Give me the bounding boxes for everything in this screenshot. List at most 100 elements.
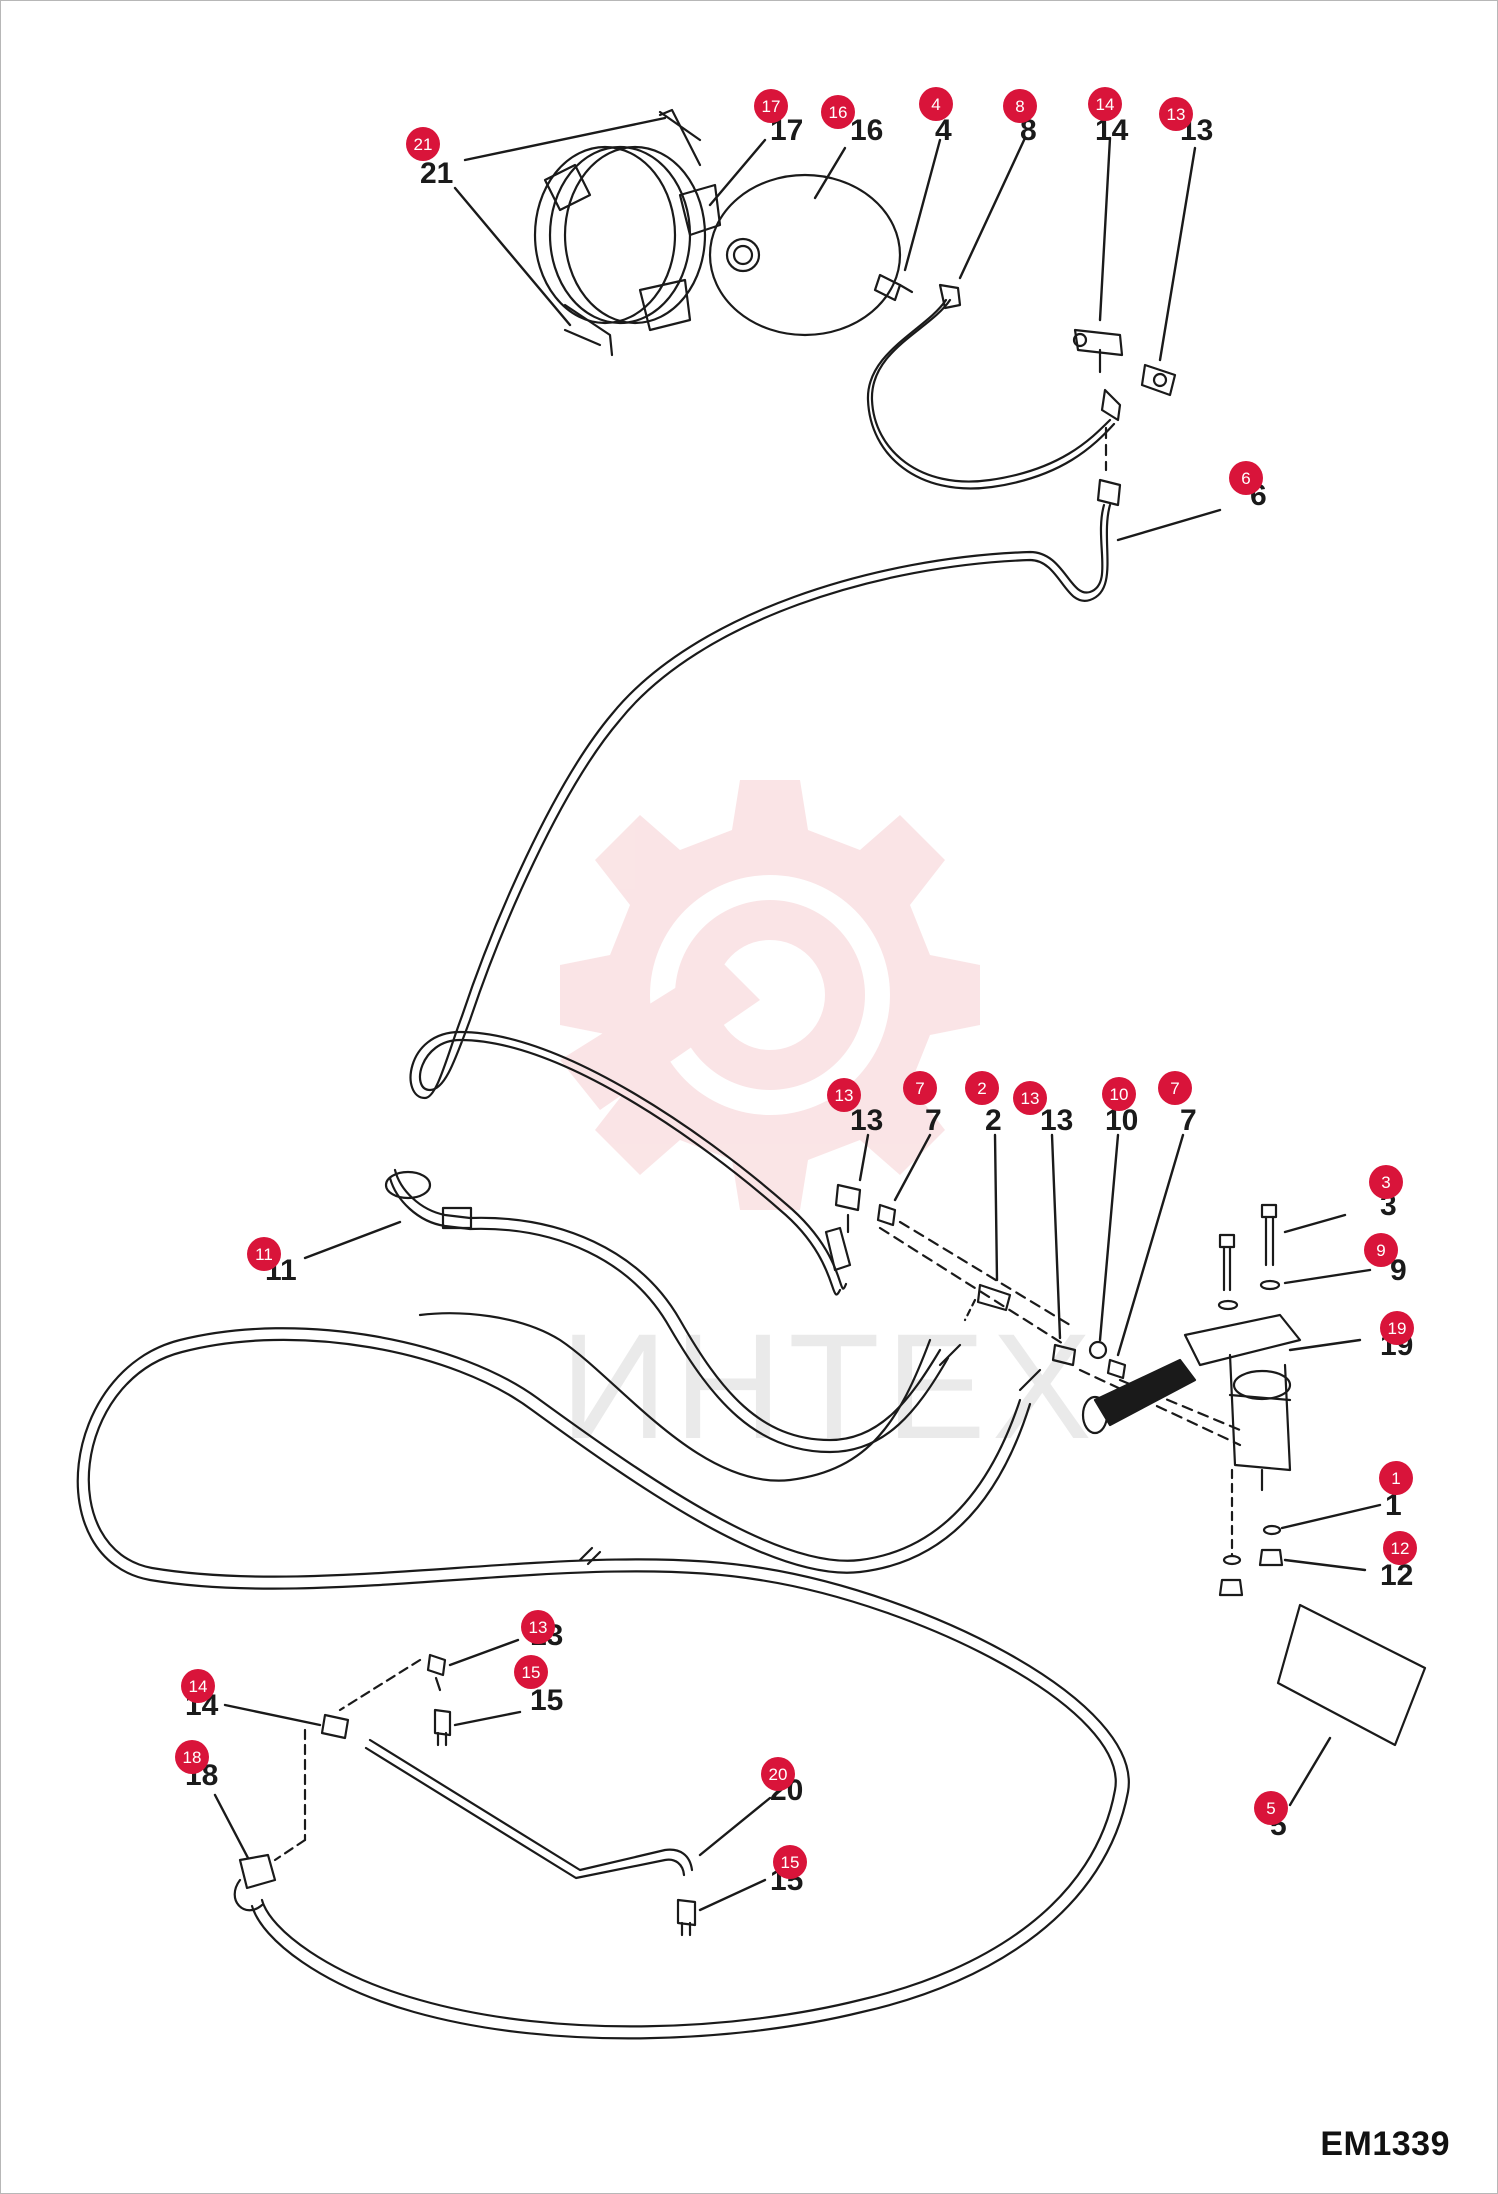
- callout-7-center[interactable]: 7: [903, 1071, 937, 1105]
- callout-13-lower[interactable]: 13: [521, 1610, 555, 1644]
- callout-3[interactable]: 3: [1369, 1165, 1403, 1199]
- callout-2[interactable]: 2: [965, 1071, 999, 1105]
- svg-text:13: 13: [1167, 105, 1186, 124]
- dashed-line-center-2: [878, 1226, 1067, 1347]
- tee-fitting-2: [963, 1283, 1012, 1322]
- callout-7-right[interactable]: 7: [1158, 1071, 1192, 1105]
- nut-12: [1218, 1548, 1284, 1597]
- hose-11: [393, 1168, 942, 1442]
- callout-13-center[interactable]: 13: [827, 1078, 861, 1112]
- leader-14: [1098, 136, 1112, 322]
- leader-21b: [453, 186, 572, 327]
- clamp-bolt-bottom: [563, 328, 602, 347]
- connect-line: [1018, 1368, 1042, 1392]
- leader-5: [1288, 1736, 1332, 1807]
- callout-14-top[interactable]: 14: [1088, 87, 1122, 121]
- callout-9[interactable]: 9: [1364, 1233, 1398, 1267]
- fitting-15-lower-a: [433, 1708, 452, 1747]
- callout-10[interactable]: 10: [1102, 1077, 1136, 1111]
- hand-pump-valve: [1081, 1313, 1302, 1492]
- callout-13-top[interactable]: 13: [1159, 97, 1193, 131]
- dashed-line-lower-1: [338, 1658, 422, 1712]
- svg-text:14: 14: [1096, 95, 1115, 114]
- diagram-code: EM1339: [1320, 2125, 1450, 2163]
- part-number: 15: [530, 1684, 563, 1717]
- hose-upper-short-outer: [866, 298, 1116, 490]
- svg-text:17: 17: [762, 97, 781, 116]
- callout-19[interactable]: 19: [1380, 1311, 1414, 1345]
- svg-text:5: 5: [1266, 1799, 1275, 1818]
- leader-18: [213, 1793, 250, 1860]
- leader-21a: [463, 116, 667, 162]
- part-number: 7: [1180, 1104, 1197, 1137]
- leader-8: [958, 136, 1027, 280]
- leader-14b: [223, 1703, 322, 1727]
- svg-text:20: 20: [769, 1765, 788, 1784]
- callout-17[interactable]: 17: [754, 89, 788, 123]
- part-number: 13: [850, 1104, 883, 1137]
- fitting-13-lower: [426, 1653, 447, 1692]
- leader-10: [1098, 1133, 1120, 1342]
- dashed-line-valve-1: [1078, 1368, 1242, 1447]
- callout-4[interactable]: 4: [919, 87, 953, 121]
- fitting-10: [1088, 1340, 1108, 1360]
- callout-14-lower[interactable]: 14: [181, 1669, 215, 1703]
- callout-8[interactable]: 8: [1003, 89, 1037, 123]
- svg-text:9: 9: [1376, 1241, 1385, 1260]
- callout-13-right[interactable]: 13: [1013, 1081, 1047, 1115]
- leader-13: [1158, 146, 1197, 362]
- callout-6[interactable]: 6: [1229, 461, 1263, 495]
- callout-11[interactable]: 11: [247, 1237, 281, 1271]
- callout-1[interactable]: 1: [1379, 1461, 1413, 1495]
- part-number: 1: [1385, 1489, 1402, 1522]
- svg-text:15: 15: [522, 1663, 541, 1682]
- tee-fitting-14: [1072, 328, 1124, 374]
- leader-15a: [453, 1710, 522, 1727]
- fitting-15-lower-b: [676, 1898, 697, 1937]
- callout-15-lower-b[interactable]: 15: [773, 1845, 807, 1879]
- elbow-fitting-13-center: [834, 1183, 862, 1234]
- fitting-7-center: [876, 1203, 897, 1227]
- leader-4: [903, 138, 942, 272]
- leader-12: [1283, 1558, 1367, 1572]
- leader-16: [813, 146, 847, 200]
- leader-2: [993, 1133, 999, 1282]
- part-number: 7: [925, 1104, 942, 1137]
- callout-15-lower-a[interactable]: 15: [514, 1655, 548, 1689]
- callout-5[interactable]: 5: [1254, 1791, 1288, 1825]
- hose-nut: [1096, 478, 1122, 507]
- clamp-bolt-top: [658, 110, 702, 142]
- svg-text:14: 14: [189, 1677, 208, 1696]
- hose-break-mark: [578, 1546, 602, 1566]
- hose-inner: [418, 1312, 932, 1482]
- fitting-8: [938, 283, 962, 310]
- svg-text:13: 13: [835, 1086, 854, 1105]
- accumulator: [708, 173, 902, 337]
- leader-13c: [1050, 1133, 1062, 1340]
- washer-9: [1217, 1279, 1281, 1311]
- elbow-fitting-13: [1140, 363, 1177, 397]
- main-hose-loop: [76, 1327, 1117, 2028]
- hose-end-fitting: [824, 1226, 852, 1272]
- callout-16[interactable]: 16: [821, 95, 855, 129]
- leader-20: [698, 1796, 772, 1857]
- callout-18[interactable]: 18: [175, 1740, 209, 1774]
- fitting-13-right: [1051, 1343, 1077, 1367]
- long-hose-6: [418, 503, 1112, 1296]
- leader-7b: [1116, 1133, 1185, 1357]
- svg-text:7: 7: [1170, 1079, 1179, 1098]
- leader-6: [1116, 508, 1222, 542]
- svg-text:7: 7: [915, 1079, 924, 1098]
- callout-20[interactable]: 20: [761, 1757, 795, 1791]
- leader-15b: [698, 1878, 767, 1912]
- callout-21[interactable]: 21: [406, 127, 440, 161]
- callout-12[interactable]: 12: [1383, 1531, 1417, 1565]
- svg-text:13: 13: [1021, 1089, 1040, 1108]
- dashed-line-center-1: [898, 1220, 1072, 1327]
- svg-text:15: 15: [781, 1853, 800, 1872]
- hose-11-sleeve: [441, 1206, 473, 1230]
- fitting-4: [873, 273, 914, 302]
- hose-11-fitting: [384, 1170, 432, 1200]
- leader-19: [1288, 1338, 1362, 1352]
- svg-text:2: 2: [977, 1079, 986, 1098]
